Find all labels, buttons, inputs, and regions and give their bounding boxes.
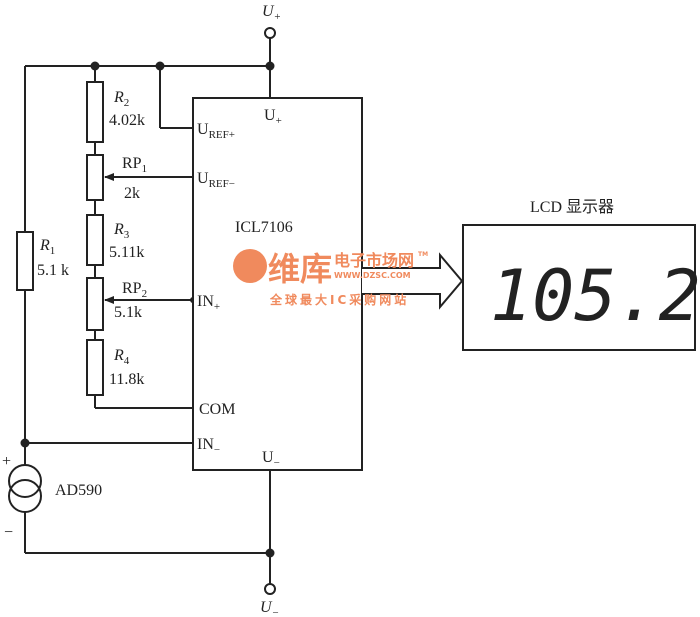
pin-uref-plus: UREF+: [197, 121, 235, 141]
ad590-sensor-bottom: [8, 479, 42, 513]
resistor-r1: [16, 231, 34, 291]
ad590-plus: +: [2, 453, 11, 470]
ic-name: ICL7106: [235, 219, 293, 236]
lcd-reading: 105.2: [490, 255, 700, 337]
u-minus-label: U−: [260, 599, 279, 617]
r1-name: R1: [39, 237, 55, 257]
potentiometer-rp1: [86, 154, 104, 201]
rp1-name: RP1: [122, 155, 147, 175]
r4-name: R4: [113, 347, 130, 367]
r4-value: 11.8k: [109, 371, 144, 388]
r2-name: R2: [113, 89, 129, 109]
svg-text:WWW.DZSC.COM: WWW.DZSC.COM: [334, 271, 411, 280]
output-bus-arrow: [362, 252, 464, 310]
ic-icl7106: [192, 97, 363, 471]
ad590-minus: −: [4, 524, 13, 541]
pin-com: COM: [199, 401, 235, 418]
r2-value: 4.02k: [109, 112, 145, 129]
pin-u-minus: U−: [262, 449, 280, 469]
rp2-name: RP2: [122, 280, 147, 300]
u-minus-terminal: [264, 583, 276, 595]
rp1-value: 2k: [124, 185, 140, 202]
u-plus-terminal: [264, 27, 276, 39]
resistor-r4: [86, 339, 104, 396]
lcd-title: LCD 显示器: [530, 198, 614, 216]
resistor-r3: [86, 214, 104, 266]
lcd-display: [462, 224, 696, 351]
wiper-arrow-rp1: [104, 173, 114, 181]
wiper-arrow-rp2: [104, 296, 114, 304]
pin-uref-minus: UREF−: [197, 170, 235, 190]
ad590-label: AD590: [55, 482, 102, 499]
r1-value: 5.1 k: [37, 262, 69, 279]
rp2-value: 5.1k: [114, 304, 142, 321]
potentiometer-rp2: [86, 277, 104, 331]
pin-in-plus: IN+: [197, 293, 220, 313]
wires: [24, 38, 271, 584]
r3-name: R3: [113, 221, 130, 241]
ad590-sensor-top: [8, 464, 42, 498]
r3-value: 5.11k: [109, 244, 144, 261]
svg-text:全球最大IC采购网站: 全球最大IC采购网站: [269, 292, 409, 307]
svg-text:电子市场网: 电子市场网: [334, 251, 414, 270]
resistor-r2: [86, 81, 104, 143]
u-plus-label: U+: [262, 3, 281, 23]
pin-in-minus: IN−: [197, 436, 220, 456]
svg-text:维库: 维库: [268, 250, 332, 288]
pin-u-plus: U+: [264, 107, 282, 127]
svg-text:TM: TM: [418, 251, 428, 258]
watermark: 维库 电子市场网 WWW.DZSC.COM TM 全球最大IC采购网站: [233, 249, 428, 307]
